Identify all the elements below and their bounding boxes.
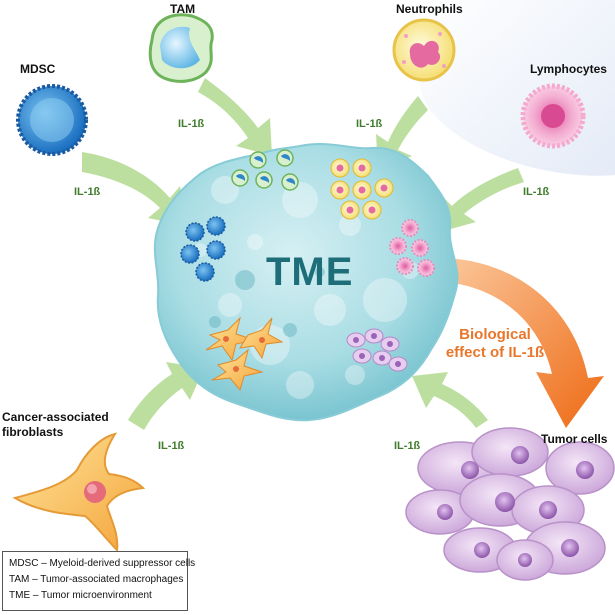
il1b-label-tam: IL-1ß [178, 118, 205, 130]
tme-title: TME [266, 250, 354, 294]
arrow-tam [198, 78, 272, 156]
il1b-label-lymphocytes: IL-1ß [523, 186, 550, 198]
signal-arrows [82, 78, 524, 430]
caf-label: Cancer-associated fibroblasts [2, 410, 109, 440]
caf-cell [12, 432, 146, 553]
tumor-cluster [346, 328, 408, 372]
mdsc-cluster [180, 216, 226, 282]
lymphocytes-label: Lymphocytes [530, 62, 607, 76]
legend-item-tam: TAM – Tumor-associated macrophages [9, 574, 184, 585]
tme-bubbles [193, 176, 419, 399]
mdsc-cell [16, 84, 88, 156]
lymphocyte-cell [520, 83, 586, 149]
tam-label: TAM [170, 2, 196, 16]
biological-effect-line1: Biological [459, 326, 531, 343]
background-swoosh [416, 0, 615, 176]
il1b-label-tumor: IL-1ß [394, 440, 421, 452]
tam-cell [148, 13, 214, 83]
legend-item-mdsc: MDSC – Myeloid-derived suppressor cells [9, 558, 196, 569]
tumor-cells-group [405, 427, 615, 581]
il1b-label-mdsc: IL-1ß [74, 186, 101, 198]
il1b-label-caf: IL-1ß [158, 440, 185, 452]
arrow-lymphocytes [440, 168, 524, 232]
neutrophil-cluster [330, 158, 394, 220]
il1b-label-neutrophils: IL-1ß [356, 118, 383, 130]
caf-label-line1: Cancer-associated [2, 410, 109, 424]
arrow-caf [128, 362, 204, 430]
lymphocyte-cluster [389, 219, 435, 277]
biological-effect-line2: effect of IL-1ß [445, 344, 545, 361]
tme-dark-bubbles [209, 267, 325, 337]
legend-box: MDSC – Myeloid-derived suppressor cells … [2, 551, 196, 611]
arrow-mdsc [82, 152, 186, 226]
tam-cluster [231, 149, 299, 191]
biological-effect-label: Biological effect of IL-1ß [440, 326, 550, 362]
caf-label-line2: fibroblasts [2, 425, 64, 439]
biological-effect-arrow [446, 258, 604, 428]
neutrophils-label: Neutrophils [396, 2, 463, 16]
neutrophil-cell [392, 18, 456, 82]
tumor-cells-label: Tumor cells [541, 432, 608, 446]
arrow-tumor [412, 372, 488, 428]
legend-item-tme: TME – Tumor microenvironment [9, 590, 152, 601]
fibroblast-cluster [205, 316, 284, 392]
mdsc-label: MDSC [20, 62, 56, 76]
